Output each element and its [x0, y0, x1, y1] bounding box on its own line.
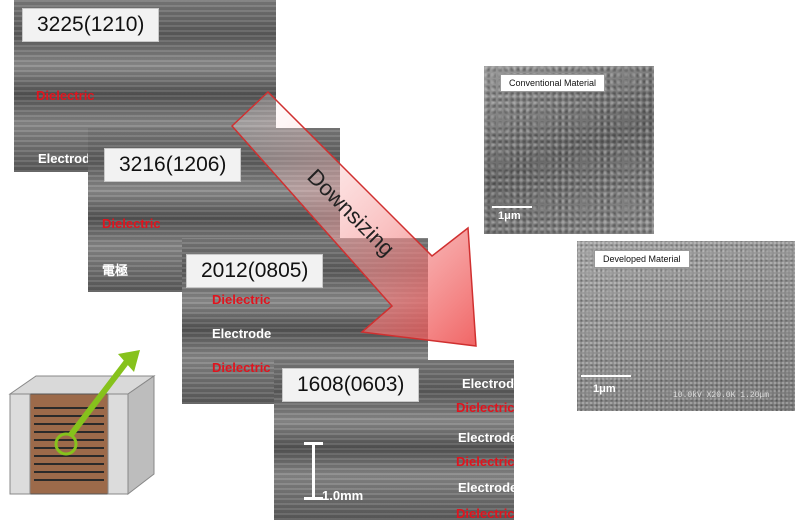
dielectric-label-top: Dielectric: [212, 292, 271, 307]
sem-footer: 10.0kV X20.0K 1.20μm: [673, 391, 770, 400]
size-label-2012: 2012(0805): [186, 254, 324, 288]
mlcc-chip-icon: [8, 350, 156, 496]
dielectric-label: Dielectric: [102, 216, 161, 231]
size-label-3225: 3225(1210): [22, 8, 160, 42]
layer-label-0: Electrode: [462, 376, 514, 391]
layer-label-2: Electrode: [458, 430, 514, 445]
scale-bar: [581, 375, 631, 377]
electrode-label: Electrode: [212, 326, 272, 341]
scale-label: 1.0mm: [322, 488, 364, 503]
layer-label-3: Dielectric: [456, 454, 514, 469]
electrode-label: Electrode: [38, 151, 98, 166]
dielectric-label-bottom: Dielectric: [212, 360, 271, 375]
size-label-3216: 3216(1206): [104, 148, 242, 182]
developed-material-title: Developed Material: [594, 250, 690, 268]
developed-material-image: 1μm 10.0kV X20.0K 1.20μm: [577, 241, 795, 411]
dielectric-label: Dielectric: [36, 88, 95, 103]
layer-label-1: Dielectric: [456, 400, 514, 415]
conventional-material-image: 1μm: [484, 66, 654, 234]
scale-bar-cap-top: [304, 442, 323, 445]
scale-label: 1μm: [498, 210, 521, 222]
zoom-circle: [54, 432, 78, 456]
scale-label: 1μm: [593, 383, 616, 395]
scale-bar-cap-bottom: [304, 497, 323, 500]
electrode-label: 電極: [102, 263, 129, 278]
scale-bar: [492, 206, 532, 208]
scale-bar: [312, 442, 315, 500]
layer-label-4: Electrode: [458, 480, 514, 495]
size-label-1608: 1608(0603): [282, 368, 420, 402]
conventional-material-title: Conventional Material: [500, 74, 606, 92]
layer-label-5: Dielectric: [456, 506, 514, 520]
